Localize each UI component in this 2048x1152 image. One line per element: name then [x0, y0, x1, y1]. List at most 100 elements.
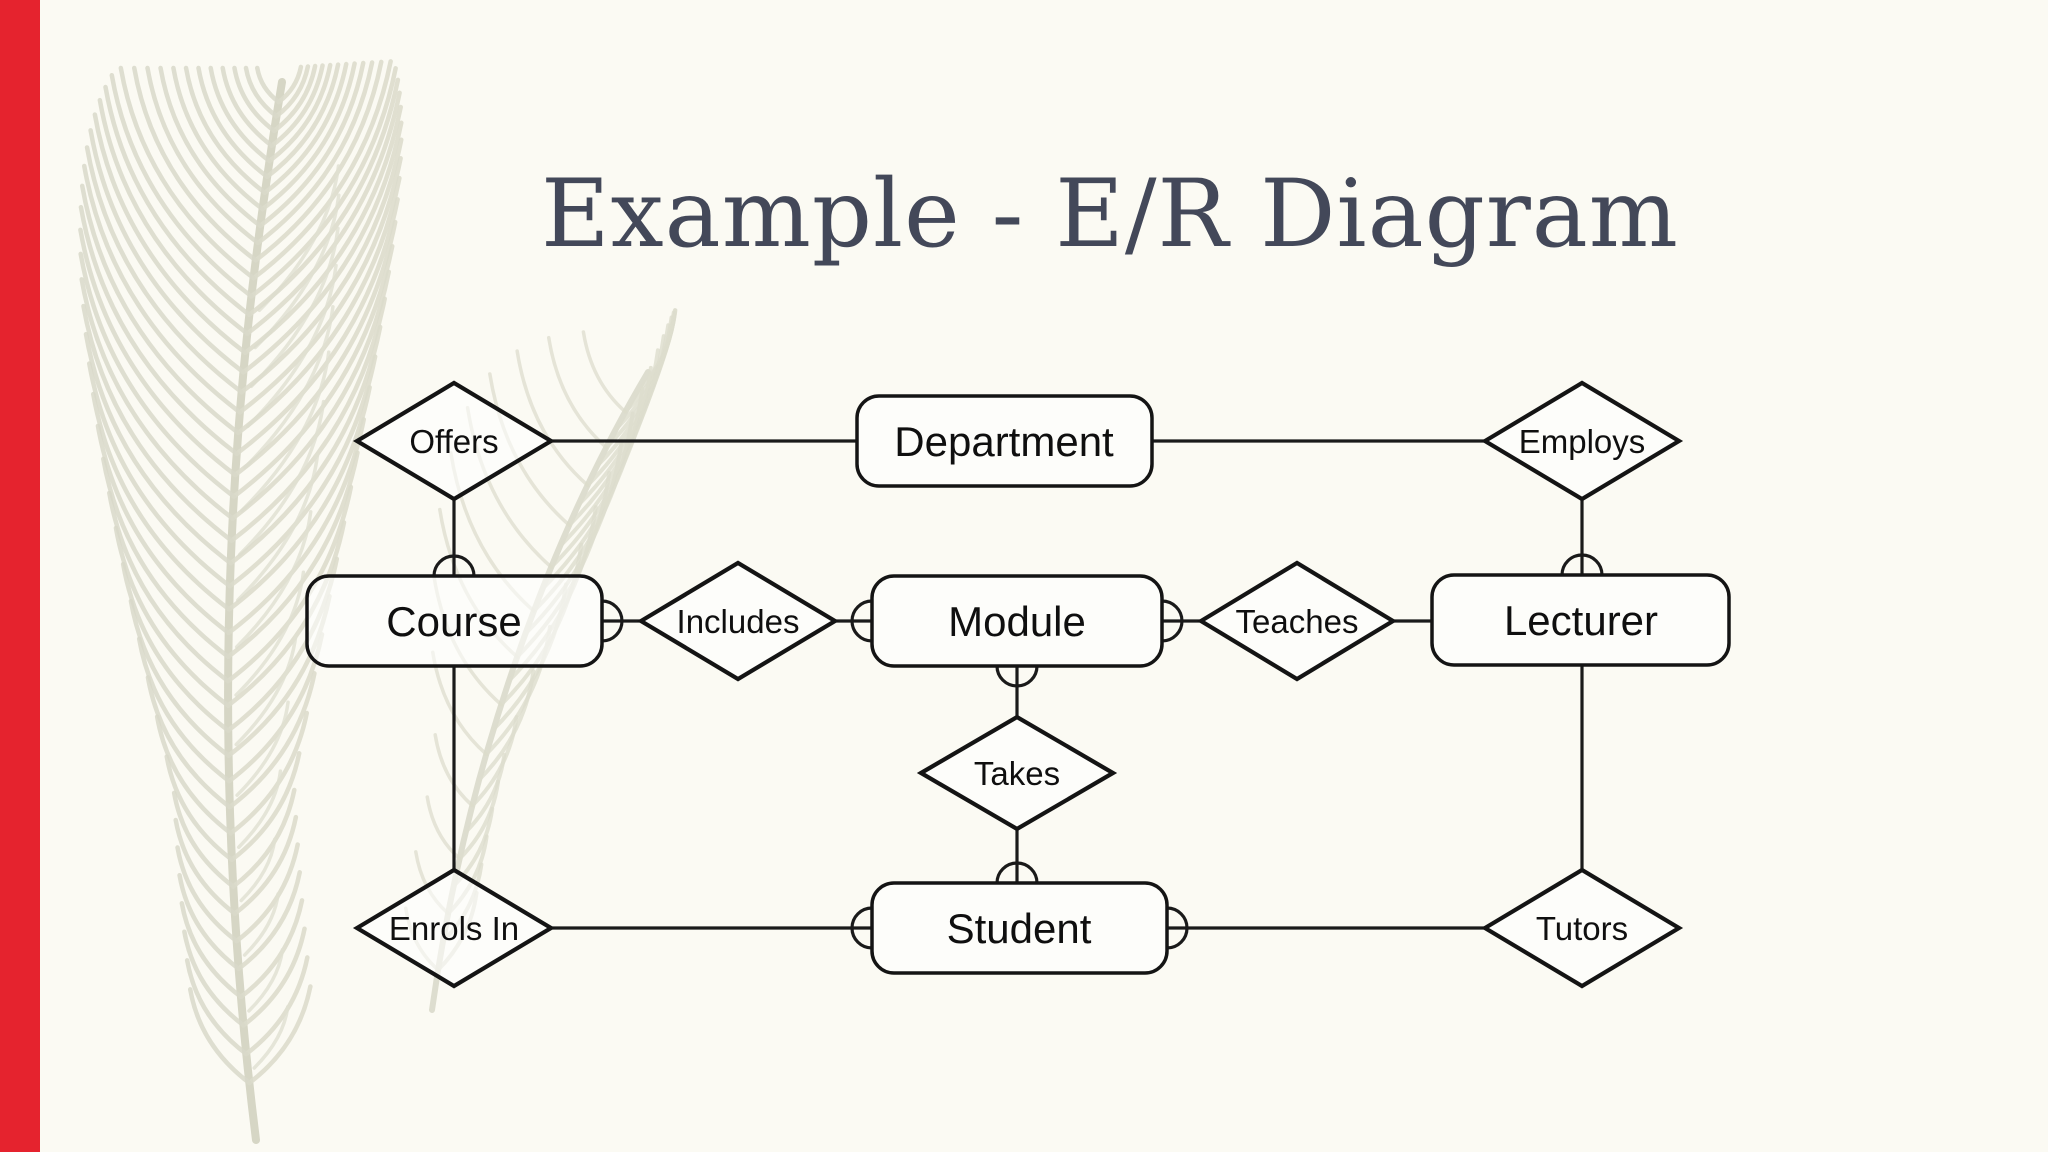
feather-stroke [271, 63, 318, 134]
feather-stroke [234, 510, 313, 649]
connectors [452, 439, 1584, 930]
feather-stroke [240, 350, 331, 513]
relationship-employs [1480, 380, 1684, 502]
feather-stroke [262, 61, 349, 195]
feather-stroke [131, 65, 258, 263]
relationship-teaches [1196, 560, 1398, 682]
feather-stroke [247, 948, 285, 1013]
feather-stroke [234, 570, 306, 697]
feather-stroke [92, 112, 248, 355]
many-arc-lecturer-top [1560, 553, 1604, 576]
entity-student-label: Student [947, 905, 1092, 952]
many-arc-module-right [1161, 599, 1184, 643]
feather-stroke [158, 65, 263, 229]
feather-stroke [182, 929, 246, 1028]
slide-title: Example - E/R Diagram [541, 159, 1679, 269]
feather-stroke [109, 73, 254, 299]
feather-stroke [241, 120, 404, 375]
feather-stroke [546, 335, 609, 450]
feather-stroke [228, 324, 383, 566]
feather-stroke [239, 137, 404, 395]
feather-stroke [249, 66, 398, 299]
feather-stroke [237, 399, 326, 557]
entity-course-label: Course [386, 598, 521, 645]
feather-stroke [220, 65, 275, 149]
feather-stroke [82, 163, 243, 415]
entity-lecturer-label: Lecturer [1504, 597, 1658, 644]
relationship-takes [916, 714, 1118, 832]
entity-department [855, 394, 1154, 488]
feather-stroke [208, 65, 272, 164]
feather-stroke [179, 901, 244, 1000]
feather-stroke [267, 62, 333, 164]
relationships: Offers Employs Includes Teaches Takes En… [352, 380, 1684, 989]
feather-stroke [236, 769, 283, 849]
feather-stroke [175, 845, 239, 944]
feather-stroke [183, 65, 268, 195]
entities: Department Course Module Lecturer Studen… [305, 394, 1731, 975]
feather-stroke [91, 391, 232, 612]
feather-stroke [107, 490, 231, 684]
feather-stroke [247, 77, 401, 317]
relationship-offers [352, 380, 556, 502]
feather-stroke [78, 251, 237, 499]
feather-stroke [78, 227, 238, 478]
feather-stroke [255, 60, 375, 246]
feather-stroke [229, 751, 302, 862]
feather-stroke [274, 64, 311, 119]
feather-stroke [243, 104, 403, 355]
feather-stroke [231, 243, 395, 499]
feather-stroke [227, 354, 378, 589]
entity-module-label: Module [948, 598, 1086, 645]
relationship-employs-label: Employs [1519, 423, 1646, 460]
feather-stroke [177, 872, 241, 972]
relationship-teaches-label: Teaches [1236, 603, 1359, 640]
entity-department-label: Department [894, 418, 1114, 465]
feather-stroke [236, 453, 320, 602]
relationship-enrols-in-label: Enrols In [389, 910, 519, 947]
feather-stroke [88, 128, 246, 375]
feather-stroke [252, 1005, 290, 1070]
feather-stroke [164, 754, 235, 862]
feather-stroke [255, 65, 281, 105]
feather-stroke [515, 349, 590, 488]
many-arc-student-top [995, 861, 1039, 884]
feather-stroke [101, 456, 231, 660]
many-arc-module-bottom [995, 665, 1039, 688]
feather-stroke [264, 62, 341, 179]
feather-stroke [581, 330, 628, 414]
feather-stroke [239, 837, 277, 903]
feather-stroke [433, 733, 475, 808]
relationship-includes-label: Includes [677, 603, 800, 640]
feather-stroke [229, 296, 387, 543]
feather-stroke [184, 958, 249, 1057]
relationship-enrols-in [352, 867, 556, 989]
many-arc-course-top [432, 554, 476, 577]
feather-stroke [227, 671, 317, 810]
feather-stroke [243, 65, 279, 119]
many-arc-course-right [601, 599, 624, 643]
feather-stroke [235, 700, 290, 797]
relationship-takes-label: Takes [974, 755, 1060, 792]
feather-stroke [241, 926, 307, 1028]
feather-stroke [78, 204, 239, 457]
feather-stroke [83, 331, 233, 566]
feather-stroke [236, 870, 302, 972]
feather-stroke [247, 984, 313, 1086]
feather-stroke [128, 598, 231, 758]
feather-stroke [118, 65, 256, 281]
feather-stroke [154, 714, 233, 836]
feather-stroke [196, 65, 270, 179]
feather-stroke [235, 175, 402, 436]
feather-stroke [237, 155, 403, 415]
feather-stroke [260, 61, 357, 212]
many-arc-student-right [1166, 906, 1189, 950]
feather-stroke [234, 634, 298, 747]
entity-lecturer [1430, 573, 1731, 667]
relationship-tutors [1480, 867, 1684, 989]
feather-stroke [234, 197, 400, 457]
feather-stroke [226, 450, 360, 660]
feather-stroke [187, 987, 252, 1086]
